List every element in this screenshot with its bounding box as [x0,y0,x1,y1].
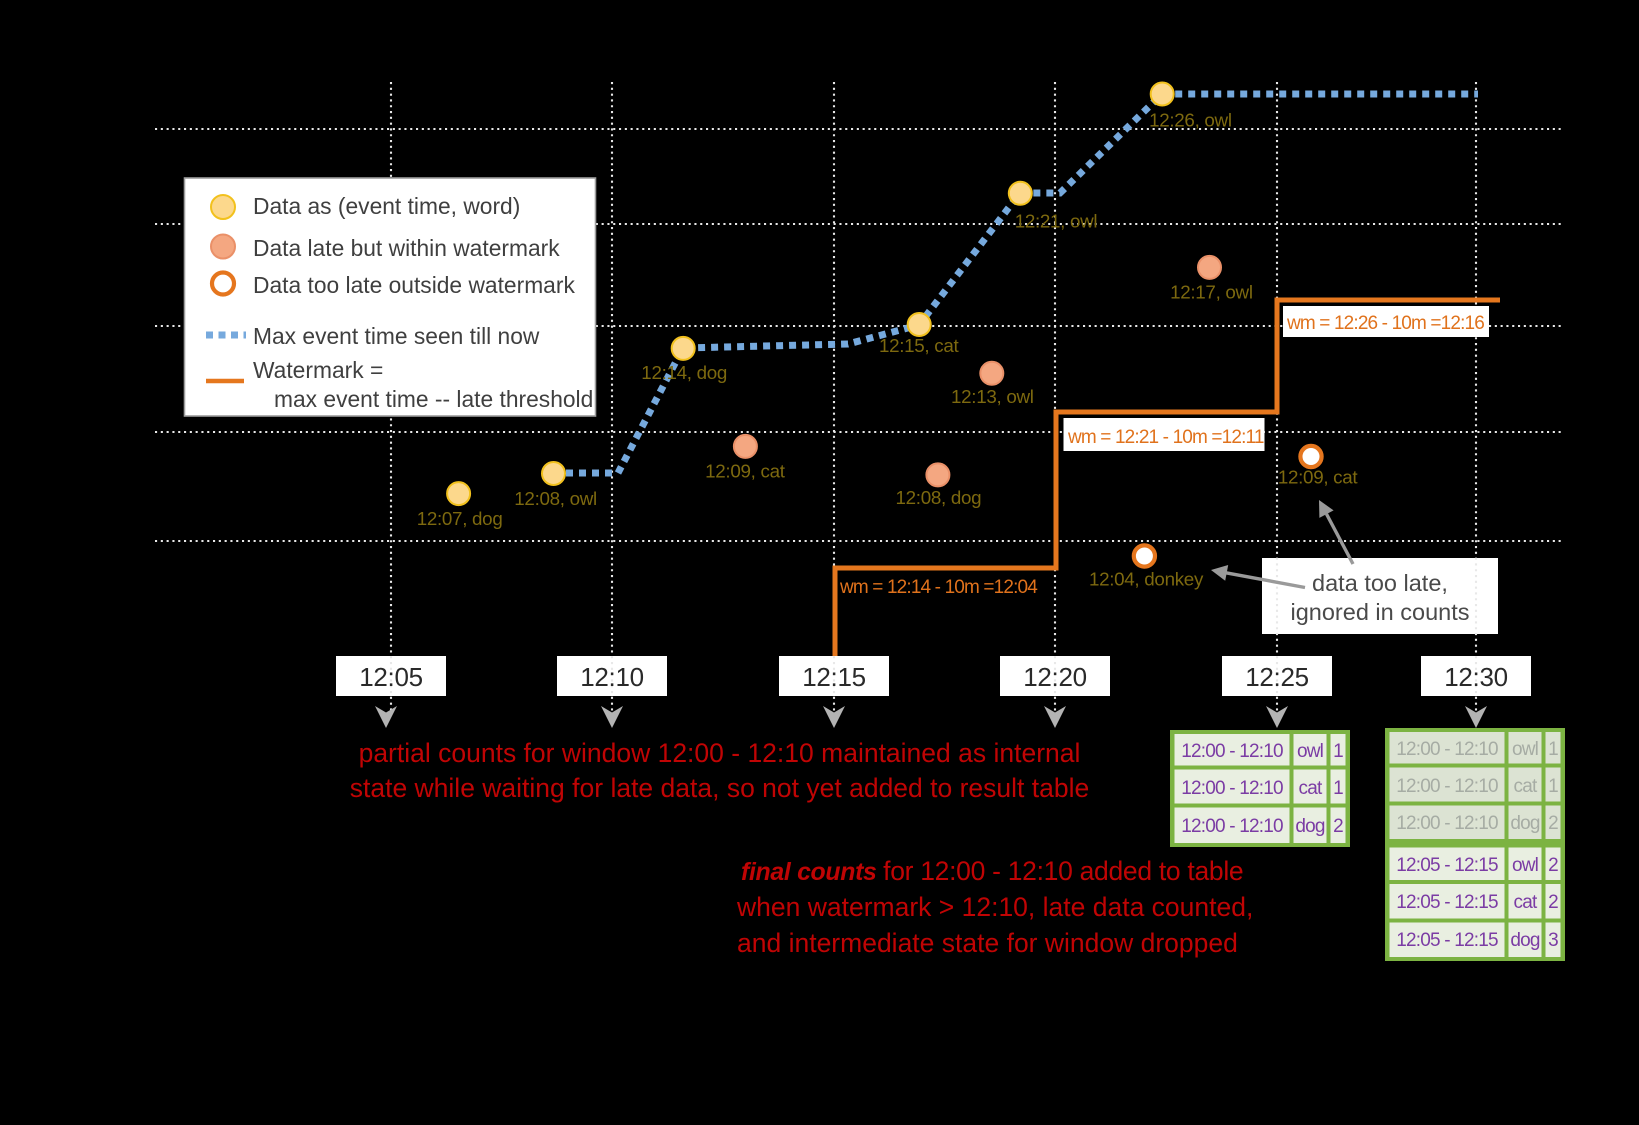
svg-text:12:15: 12:15 [802,662,866,692]
svg-text:1: 1 [1548,739,1558,760]
svg-text:12:09, cat: 12:09, cat [705,461,786,482]
svg-text:12:04, donkey: 12:04, donkey [1089,569,1204,590]
svg-text:cat: cat [1299,778,1323,799]
svg-text:12:26, owl: 12:26, owl [1149,110,1232,131]
svg-text:dog: dog [1295,816,1325,837]
svg-text:dog: dog [1510,813,1540,834]
svg-text:12:00 - 12:10: 12:00 - 12:10 [1396,776,1498,797]
svg-text:wm = 12:14 - 10m =12:04: wm = 12:14 - 10m =12:04 [839,577,1038,598]
svg-text:state while waiting for late d: state while waiting for late data, so no… [350,773,1090,803]
svg-text:owl: owl [1512,739,1538,760]
svg-text:ignored in counts: ignored in counts [1291,599,1470,625]
svg-text:1: 1 [1333,741,1343,762]
svg-text:12:05 - 12:15: 12:05 - 12:15 [1396,855,1498,876]
svg-text:Data late but within watermark: Data late but within watermark [253,235,560,261]
svg-text:12:20: 12:20 [1023,662,1087,692]
svg-text:2: 2 [1548,813,1558,834]
svg-text:dog: dog [1510,930,1540,951]
svg-text:2: 2 [1548,892,1558,913]
svg-text:12:05: 12:05 [359,662,423,692]
svg-text:wm = 12:21 - 10m =12:11: wm = 12:21 - 10m =12:11 [1067,427,1264,448]
svg-text:12:30: 12:30 [1444,662,1508,692]
svg-text:12:07, dog: 12:07, dog [417,508,503,529]
svg-text:and intermediate state for win: and intermediate state for window droppe… [737,928,1238,958]
svg-text:12:15, cat: 12:15, cat [879,335,960,356]
svg-text:final counts for 12:00 - 12:10: final counts for 12:00 - 12:10 added to … [741,856,1243,886]
svg-text:max event time -- late thresho: max event time -- late threshold [274,386,593,412]
svg-text:Data as (event time, word): Data as (event time, word) [253,193,520,219]
svg-text:12:25: 12:25 [1245,662,1309,692]
svg-text:Data too late outside watermar: Data too late outside watermark [253,272,575,298]
svg-text:12:00 - 12:10: 12:00 - 12:10 [1181,778,1283,799]
svg-text:12:00 - 12:10: 12:00 - 12:10 [1181,816,1283,837]
svg-text:3: 3 [1548,930,1558,951]
svg-text:2: 2 [1548,855,1558,876]
svg-text:12:00 - 12:10: 12:00 - 12:10 [1181,741,1283,762]
svg-text:12:10: 12:10 [580,662,644,692]
svg-text:when watermark > 12:10, late d: when watermark > 12:10, late data counte… [736,892,1253,922]
svg-text:owl: owl [1512,855,1538,876]
svg-text:data too late,: data too late, [1312,570,1448,596]
svg-text:12:14, dog: 12:14, dog [641,362,727,383]
svg-text:12:05 - 12:15: 12:05 - 12:15 [1396,930,1498,951]
svg-text:12:13, owl: 12:13, owl [951,386,1034,407]
svg-text:cat: cat [1514,776,1538,797]
svg-text:12:09, cat: 12:09, cat [1278,467,1359,488]
svg-text:Max event time seen till now: Max event time seen till now [253,323,540,349]
svg-text:12:08, dog: 12:08, dog [896,487,982,508]
svg-text:wm = 12:26 - 10m =12:16: wm = 12:26 - 10m =12:16 [1286,313,1484,334]
svg-text:2: 2 [1333,816,1343,837]
svg-text:1: 1 [1548,776,1558,797]
svg-text:12:17, owl: 12:17, owl [1170,282,1253,303]
svg-text:12:08, owl: 12:08, owl [514,488,597,509]
svg-text:12:00 - 12:10: 12:00 - 12:10 [1396,813,1498,834]
svg-text:12:21, owl: 12:21, owl [1015,211,1098,232]
svg-text:cat: cat [1514,892,1538,913]
svg-text:owl: owl [1297,741,1323,762]
svg-text:12:05 - 12:15: 12:05 - 12:15 [1396,892,1498,913]
svg-text:12:00 - 12:10: 12:00 - 12:10 [1396,739,1498,760]
svg-text:Watermark =: Watermark = [253,357,383,383]
svg-text:partial counts for window 12:0: partial counts for window 12:00 - 12:10 … [359,738,1081,768]
svg-text:1: 1 [1333,778,1343,799]
